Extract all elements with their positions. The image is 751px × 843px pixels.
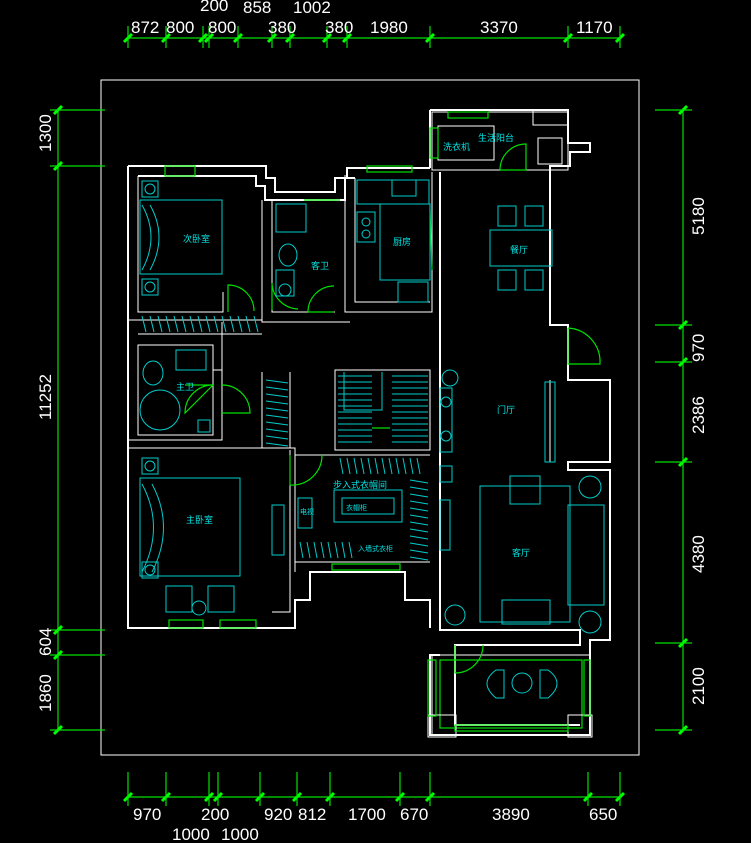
- bottom-dim-812: 812: [298, 805, 326, 824]
- right-dim-5180: 5180: [689, 197, 708, 235]
- drawing-frame: [100, 79, 640, 756]
- bottom-dim-1000a: 1000: [172, 825, 210, 843]
- furniture: [139, 179, 605, 699]
- label-tv-cabinet: 电视: [300, 507, 314, 516]
- master-bed: [139, 477, 241, 577]
- bottom-dim-1700: 1700: [348, 805, 386, 824]
- label-master-bath: 主卫: [176, 381, 194, 393]
- bathtub-icon: [139, 389, 181, 431]
- label-service-balcony: 生活阳台: [478, 132, 514, 144]
- toilet-icon: [278, 243, 298, 267]
- label-master-bedroom: 主卧室: [186, 514, 213, 526]
- bottom-dim-1000b: 1000: [221, 825, 259, 843]
- living-rug: [479, 485, 571, 623]
- label-closet-note: 入墙式衣柜: [358, 544, 393, 553]
- right-dim-970: 970: [689, 334, 708, 362]
- top-dim-3370: 3370: [480, 18, 518, 37]
- label-dining: 餐厅: [510, 244, 528, 256]
- right-dim-2100: 2100: [689, 667, 708, 705]
- doors: [184, 143, 601, 674]
- top-dim-1980: 1980: [370, 18, 408, 37]
- top-dim-800b: 800: [208, 18, 236, 37]
- master-toilet-icon: [142, 360, 164, 386]
- windows: [164, 111, 591, 732]
- label-second-bedroom: 次卧室: [183, 233, 210, 245]
- extension-lines: [50, 26, 692, 806]
- left-dim-604: 604: [36, 628, 55, 656]
- bottom-dim-650: 650: [589, 805, 617, 824]
- top-dim-1170: 1170: [576, 18, 613, 37]
- bottom-dim-970: 970: [133, 805, 161, 824]
- top-dim-1002: 1002: [293, 0, 331, 17]
- label-walk-in-closet: 步入式衣帽间: [333, 479, 387, 491]
- top-dim-800a: 800: [166, 18, 194, 37]
- label-closet-inner: 衣帽柜: [346, 503, 367, 512]
- top-dim-200: 200: [200, 0, 228, 15]
- dining-table: [489, 229, 553, 267]
- bottom-dim-920: 920: [264, 805, 292, 824]
- top-dim-380b: 380: [325, 18, 353, 37]
- label-living: 客厅: [512, 547, 530, 559]
- interior-walls: [128, 172, 551, 613]
- label-kitchen: 厨房: [393, 236, 411, 248]
- second-bedroom-bed: [139, 199, 223, 275]
- sofa: [567, 504, 605, 606]
- left-dim-11252: 11252: [36, 374, 55, 420]
- label-foyer: 门厅: [497, 404, 515, 416]
- right-dim-4380: 4380: [689, 535, 708, 573]
- label-laundry: 洗衣机: [443, 141, 470, 153]
- left-dim-1300: 1300: [36, 114, 55, 152]
- sink-icon: [391, 179, 417, 197]
- label-guest-bath: 客卫: [311, 260, 329, 272]
- bottom-dim-200: 200: [201, 805, 229, 824]
- left-dim-1860: 1860: [36, 674, 55, 712]
- bottom-dim-670: 670: [400, 805, 428, 824]
- top-dim-872: 872: [131, 18, 159, 37]
- top-dim-380a: 380: [268, 18, 296, 37]
- bottom-dim-3890: 3890: [492, 805, 530, 824]
- top-dim-858: 858: [243, 0, 271, 17]
- right-dim-2386: 2386: [689, 396, 708, 434]
